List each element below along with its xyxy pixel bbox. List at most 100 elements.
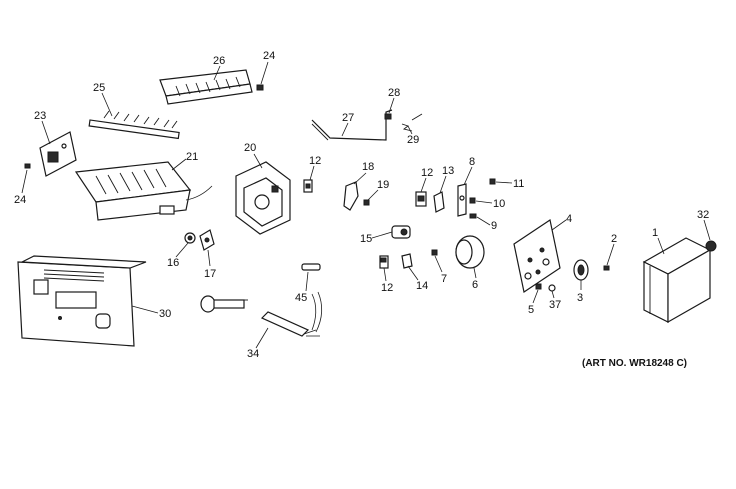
part-19-screw — [363, 199, 370, 206]
leader-24-left — [21, 169, 28, 194]
leader-17 — [207, 249, 211, 267]
part-28-shaft — [384, 113, 392, 120]
leader-6 — [473, 267, 477, 279]
leader-8 — [463, 166, 473, 186]
part-9-screw — [469, 213, 477, 219]
part-23-end-cover — [39, 131, 77, 177]
part-45-wire-harness — [301, 263, 322, 333]
callout-15: 15 — [360, 233, 372, 245]
part-27-feeler-arm — [311, 109, 393, 141]
leader-12-b — [420, 177, 427, 193]
callout-3: 3 — [577, 292, 583, 304]
callout-13: 13 — [442, 165, 454, 177]
leader-12-c — [383, 267, 387, 282]
leader-4 — [551, 219, 567, 231]
callout-34: 34 — [247, 348, 259, 360]
part-fitting — [200, 295, 248, 313]
part-18-bracket — [343, 181, 359, 211]
leader-32 — [703, 219, 711, 241]
callout-32: 32 — [697, 209, 709, 221]
leader-11 — [495, 181, 513, 184]
part-6-motor — [455, 235, 485, 269]
callout-24-left: 24 — [14, 194, 26, 206]
part-25-ejector-blade — [88, 110, 180, 140]
leader-28 — [388, 97, 395, 114]
callout-2: 2 — [611, 233, 617, 245]
part-17-cam — [199, 229, 215, 251]
leader-7 — [434, 255, 443, 273]
part-15-valve — [391, 225, 411, 239]
leader-26 — [213, 65, 221, 81]
part-10-screw — [469, 197, 476, 204]
callout-7: 7 — [441, 273, 447, 285]
part-5-screw — [535, 283, 542, 290]
part-7-screw — [431, 249, 438, 256]
part-8-bracket — [457, 183, 467, 217]
leader-21 — [171, 158, 187, 171]
callout-4: 4 — [566, 213, 572, 225]
part-16-nut — [184, 232, 196, 244]
leader-23 — [41, 120, 51, 145]
callout-11: 11 — [513, 178, 524, 190]
leader-29 — [407, 125, 413, 135]
callout-17: 17 — [204, 268, 216, 280]
callout-8: 8 — [469, 156, 475, 168]
leader-2 — [606, 243, 615, 266]
leader-10 — [475, 200, 493, 204]
part-24-screw-top — [256, 84, 264, 91]
callout-9: 9 — [491, 220, 497, 232]
part-13-clip — [433, 191, 445, 213]
callout-12-b: 12 — [421, 167, 433, 179]
callout-45: 45 — [295, 292, 307, 304]
leader-45 — [305, 271, 309, 292]
leader-12-a — [309, 165, 315, 181]
part-4-mounting-plate — [513, 219, 561, 293]
part-12-switch-b — [415, 191, 427, 207]
leader-1 — [657, 237, 665, 255]
art-number: (ART NO. WR18248 C) — [582, 358, 688, 369]
leader-24-top — [260, 61, 269, 85]
part-32-knob — [705, 240, 717, 252]
leader-27 — [341, 122, 349, 137]
callout-1: 1 — [652, 227, 658, 239]
leader-37 — [551, 290, 555, 299]
callout-19: 19 — [377, 179, 389, 191]
callout-20: 20 — [244, 142, 256, 154]
callout-16: 16 — [167, 257, 179, 269]
callout-29: 29 — [407, 134, 419, 146]
part-14-clip — [401, 253, 413, 269]
part-2-screw — [603, 265, 610, 271]
part-3-gear — [573, 259, 589, 281]
part-26-top-bracket — [159, 69, 253, 105]
callout-24-top: 24 — [263, 50, 275, 62]
leader-25 — [101, 92, 113, 117]
leader-20 — [253, 153, 263, 169]
leader-30 — [131, 305, 159, 314]
callout-21: 21 — [186, 151, 198, 163]
part-30-mounting-bracket — [17, 255, 147, 347]
callout-14: 14 — [416, 280, 428, 292]
part-12-switch-a — [303, 179, 313, 193]
callout-26: 26 — [213, 55, 225, 67]
leader-18 — [353, 172, 367, 185]
callout-12-a: 12 — [309, 155, 321, 167]
callout-23: 23 — [34, 110, 46, 122]
part-34-fill-tube — [260, 311, 320, 337]
part-1-cover — [642, 237, 712, 324]
callout-6: 6 — [472, 279, 478, 291]
part-37-screw — [548, 284, 556, 292]
part-12-switch-c — [379, 255, 389, 269]
callout-30: 30 — [159, 308, 171, 320]
leader-14 — [407, 265, 419, 281]
leader-16 — [175, 242, 189, 258]
part-21-ice-mold — [74, 161, 213, 221]
leader-5 — [532, 289, 539, 304]
callout-18: 18 — [362, 161, 374, 173]
part-11-screw — [489, 178, 496, 185]
leader-15 — [371, 231, 393, 239]
leader-19 — [367, 189, 379, 201]
callout-28: 28 — [388, 87, 400, 99]
part-20-control-housing — [235, 161, 291, 235]
leader-9 — [476, 216, 491, 226]
